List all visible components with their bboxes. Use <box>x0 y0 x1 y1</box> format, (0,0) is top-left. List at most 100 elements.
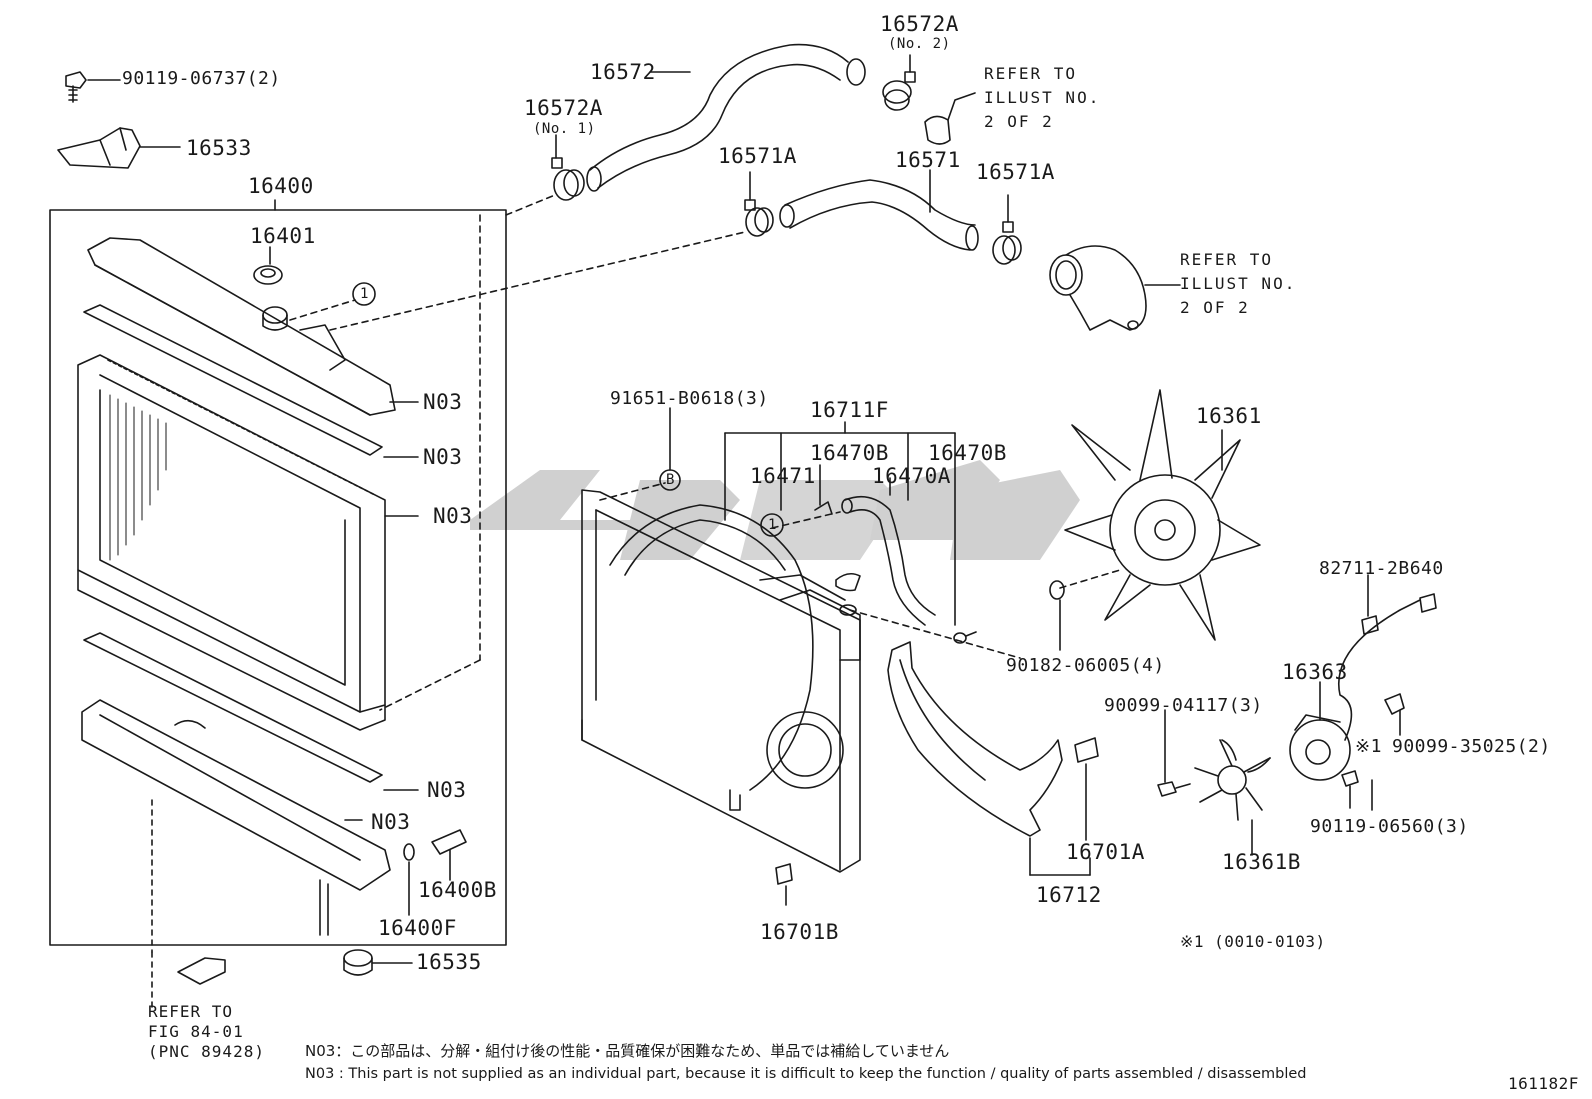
label-90119-06560: 90119-06560(3) <box>1310 816 1469 837</box>
cushion-16535-icon <box>343 949 413 976</box>
fan-16361-icon <box>1064 389 1261 641</box>
marker-1-top <box>352 282 376 306</box>
hose-clamp-16571a-right-icon <box>992 194 1022 265</box>
label-16361: 16361 <box>1196 404 1262 428</box>
label-16470a: 16470A <box>872 464 951 488</box>
label-n03-4: N03 <box>427 778 467 802</box>
label-16701a: 16701A <box>1066 840 1145 864</box>
bracket-lines-16711f <box>724 421 956 626</box>
refer-top-right-line3: 2 OF 2 <box>984 112 1054 131</box>
clamp-16470b-right-icon <box>953 631 977 644</box>
fan-shroud-16711f-icon <box>581 489 861 873</box>
note-n03-english: N03 : This part is not supplied as an in… <box>305 1066 1307 1082</box>
refer-mid-right-line1: REFER TO <box>1180 250 1274 269</box>
label-16571a-left: 16571A <box>718 144 797 168</box>
radiator-core-icon <box>77 354 419 731</box>
refer-bottom-left-line2: FIG 84-01 <box>148 1022 244 1041</box>
upper-tank-icon <box>87 237 419 416</box>
label-16401: 16401 <box>250 224 316 248</box>
gasket-lower-icon <box>83 632 419 791</box>
gasket-upper-icon <box>83 304 419 458</box>
refer-top-right: REFER TO ILLUST NO. 2 OF 2 <box>984 62 1100 134</box>
clip-90099-35025-icon <box>1384 693 1405 736</box>
label-16361b: 16361B <box>1222 850 1301 874</box>
label-16572: 16572 <box>590 60 656 84</box>
cap-16471-icon <box>835 572 861 592</box>
clip-16701b-icon <box>775 863 793 906</box>
label-82711-2b640: 82711-2B640 <box>1319 558 1444 579</box>
marker-1-top-text: 1 <box>360 286 369 302</box>
label-n03-1: N03 <box>423 390 463 414</box>
label-16470b-right: 16470B <box>928 441 1007 465</box>
refer-mid-right: REFER TO ILLUST NO. 2 OF 2 <box>1180 248 1296 320</box>
hose-16470a-icon <box>841 495 936 626</box>
label-16701b: 16701B <box>760 920 839 944</box>
clamp-16470b-left-icon <box>814 501 833 515</box>
lower-tank-icon <box>81 699 391 936</box>
fan-16361b-icon <box>1194 739 1271 856</box>
marker-1-mid-text: 1 <box>768 517 777 533</box>
hose-clamp-16572a-no1-icon <box>551 134 585 201</box>
note-n03-japanese: N03：この部品は、分解・組付け後の性能・品質確保が困難なため、単品では補給して… <box>305 1042 950 1060</box>
label-16572a-no1: 16572A <box>524 96 603 120</box>
temperature-sensor-icon <box>151 799 226 1009</box>
label-16533: 16533 <box>186 136 252 160</box>
label-16712: 16712 <box>1036 883 1102 907</box>
refer-bottom-left-line3: (PNC 89428) <box>148 1042 265 1061</box>
label-90099-04117: 90099-04117(3) <box>1104 695 1263 716</box>
hose-clamp-16572a-no2-icon <box>882 54 916 111</box>
label-16400f: 16400F <box>378 916 457 940</box>
label-90119-06737: 90119-06737(2) <box>122 68 281 89</box>
marker-b-text: B <box>666 472 675 488</box>
leader-dashes <box>289 194 1121 711</box>
hose-clamp-16571a-left-icon <box>744 171 774 237</box>
label-n03-5: N03 <box>371 810 411 834</box>
o-ring-16400f-icon <box>403 843 415 916</box>
upper-hose-16572-icon <box>586 43 866 192</box>
refer-mid-right-line2: ILLUST NO. <box>1180 274 1297 293</box>
radiator-cap-16401-icon <box>253 246 288 331</box>
fan-shroud-lower-16712-icon <box>887 641 1063 837</box>
label-n03-2: N03 <box>423 445 463 469</box>
label-16571a-right: 16571A <box>976 160 1055 184</box>
label-16470b-left: 16470B <box>810 441 889 465</box>
refer-bottom-left-line1: REFER TO <box>148 1002 234 1021</box>
connector-82711-icon <box>1361 574 1437 635</box>
refer-mid-right-line3: 2 OF 2 <box>1180 298 1250 317</box>
label-16400: 16400 <box>248 174 314 198</box>
label-90099-35025: 90099-35025(2) <box>1392 736 1551 757</box>
label-90182-06005: 90182-06005(4) <box>1006 655 1165 676</box>
label-16363: 16363 <box>1282 660 1348 684</box>
marker-b <box>659 469 681 491</box>
label-16711f: 16711F <box>810 398 889 422</box>
lower-hose-16571-icon <box>779 169 979 251</box>
label-16535: 16535 <box>416 950 482 974</box>
bracket-16712-lines <box>1029 837 1091 876</box>
watermark-logo <box>470 460 1080 560</box>
hose-fitting-icon <box>924 92 976 145</box>
nut-90182-icon <box>1049 580 1065 651</box>
bolt-90119-06737-icon <box>65 71 121 103</box>
bracket-16533-icon <box>57 127 181 169</box>
label-16572a-no2: 16572A <box>880 12 959 36</box>
refer-bottom-left: REFER TO FIG 84-01 (PNC 89428) <box>148 1002 265 1062</box>
figure-id: 161182F <box>1508 1074 1579 1093</box>
drain-cock-16400b-icon <box>431 829 467 881</box>
label-16572a-no1-note: (No. 1) <box>533 121 596 137</box>
bolt-90099-04117-icon <box>1157 709 1191 797</box>
label-16571: 16571 <box>895 148 961 172</box>
label-91651-b0618: 91651-B0618(3) <box>610 388 769 409</box>
label-n03-3: N03 <box>433 504 473 528</box>
label-16572a-no2-note: (No. 2) <box>888 36 951 52</box>
refer-top-right-line2: ILLUST NO. <box>984 88 1101 107</box>
label-16471: 16471 <box>750 464 816 488</box>
label-date-note: ※1 (0010-0103) <box>1180 932 1326 951</box>
water-outlet-icon <box>1049 245 1181 331</box>
bolt-90119-06560-icon <box>1341 770 1373 811</box>
clip-16701a-icon <box>1074 737 1099 841</box>
label-16400b: 16400B <box>418 878 497 902</box>
refer-top-right-line1: REFER TO <box>984 64 1078 83</box>
radiator-assembly-frame <box>49 199 507 946</box>
